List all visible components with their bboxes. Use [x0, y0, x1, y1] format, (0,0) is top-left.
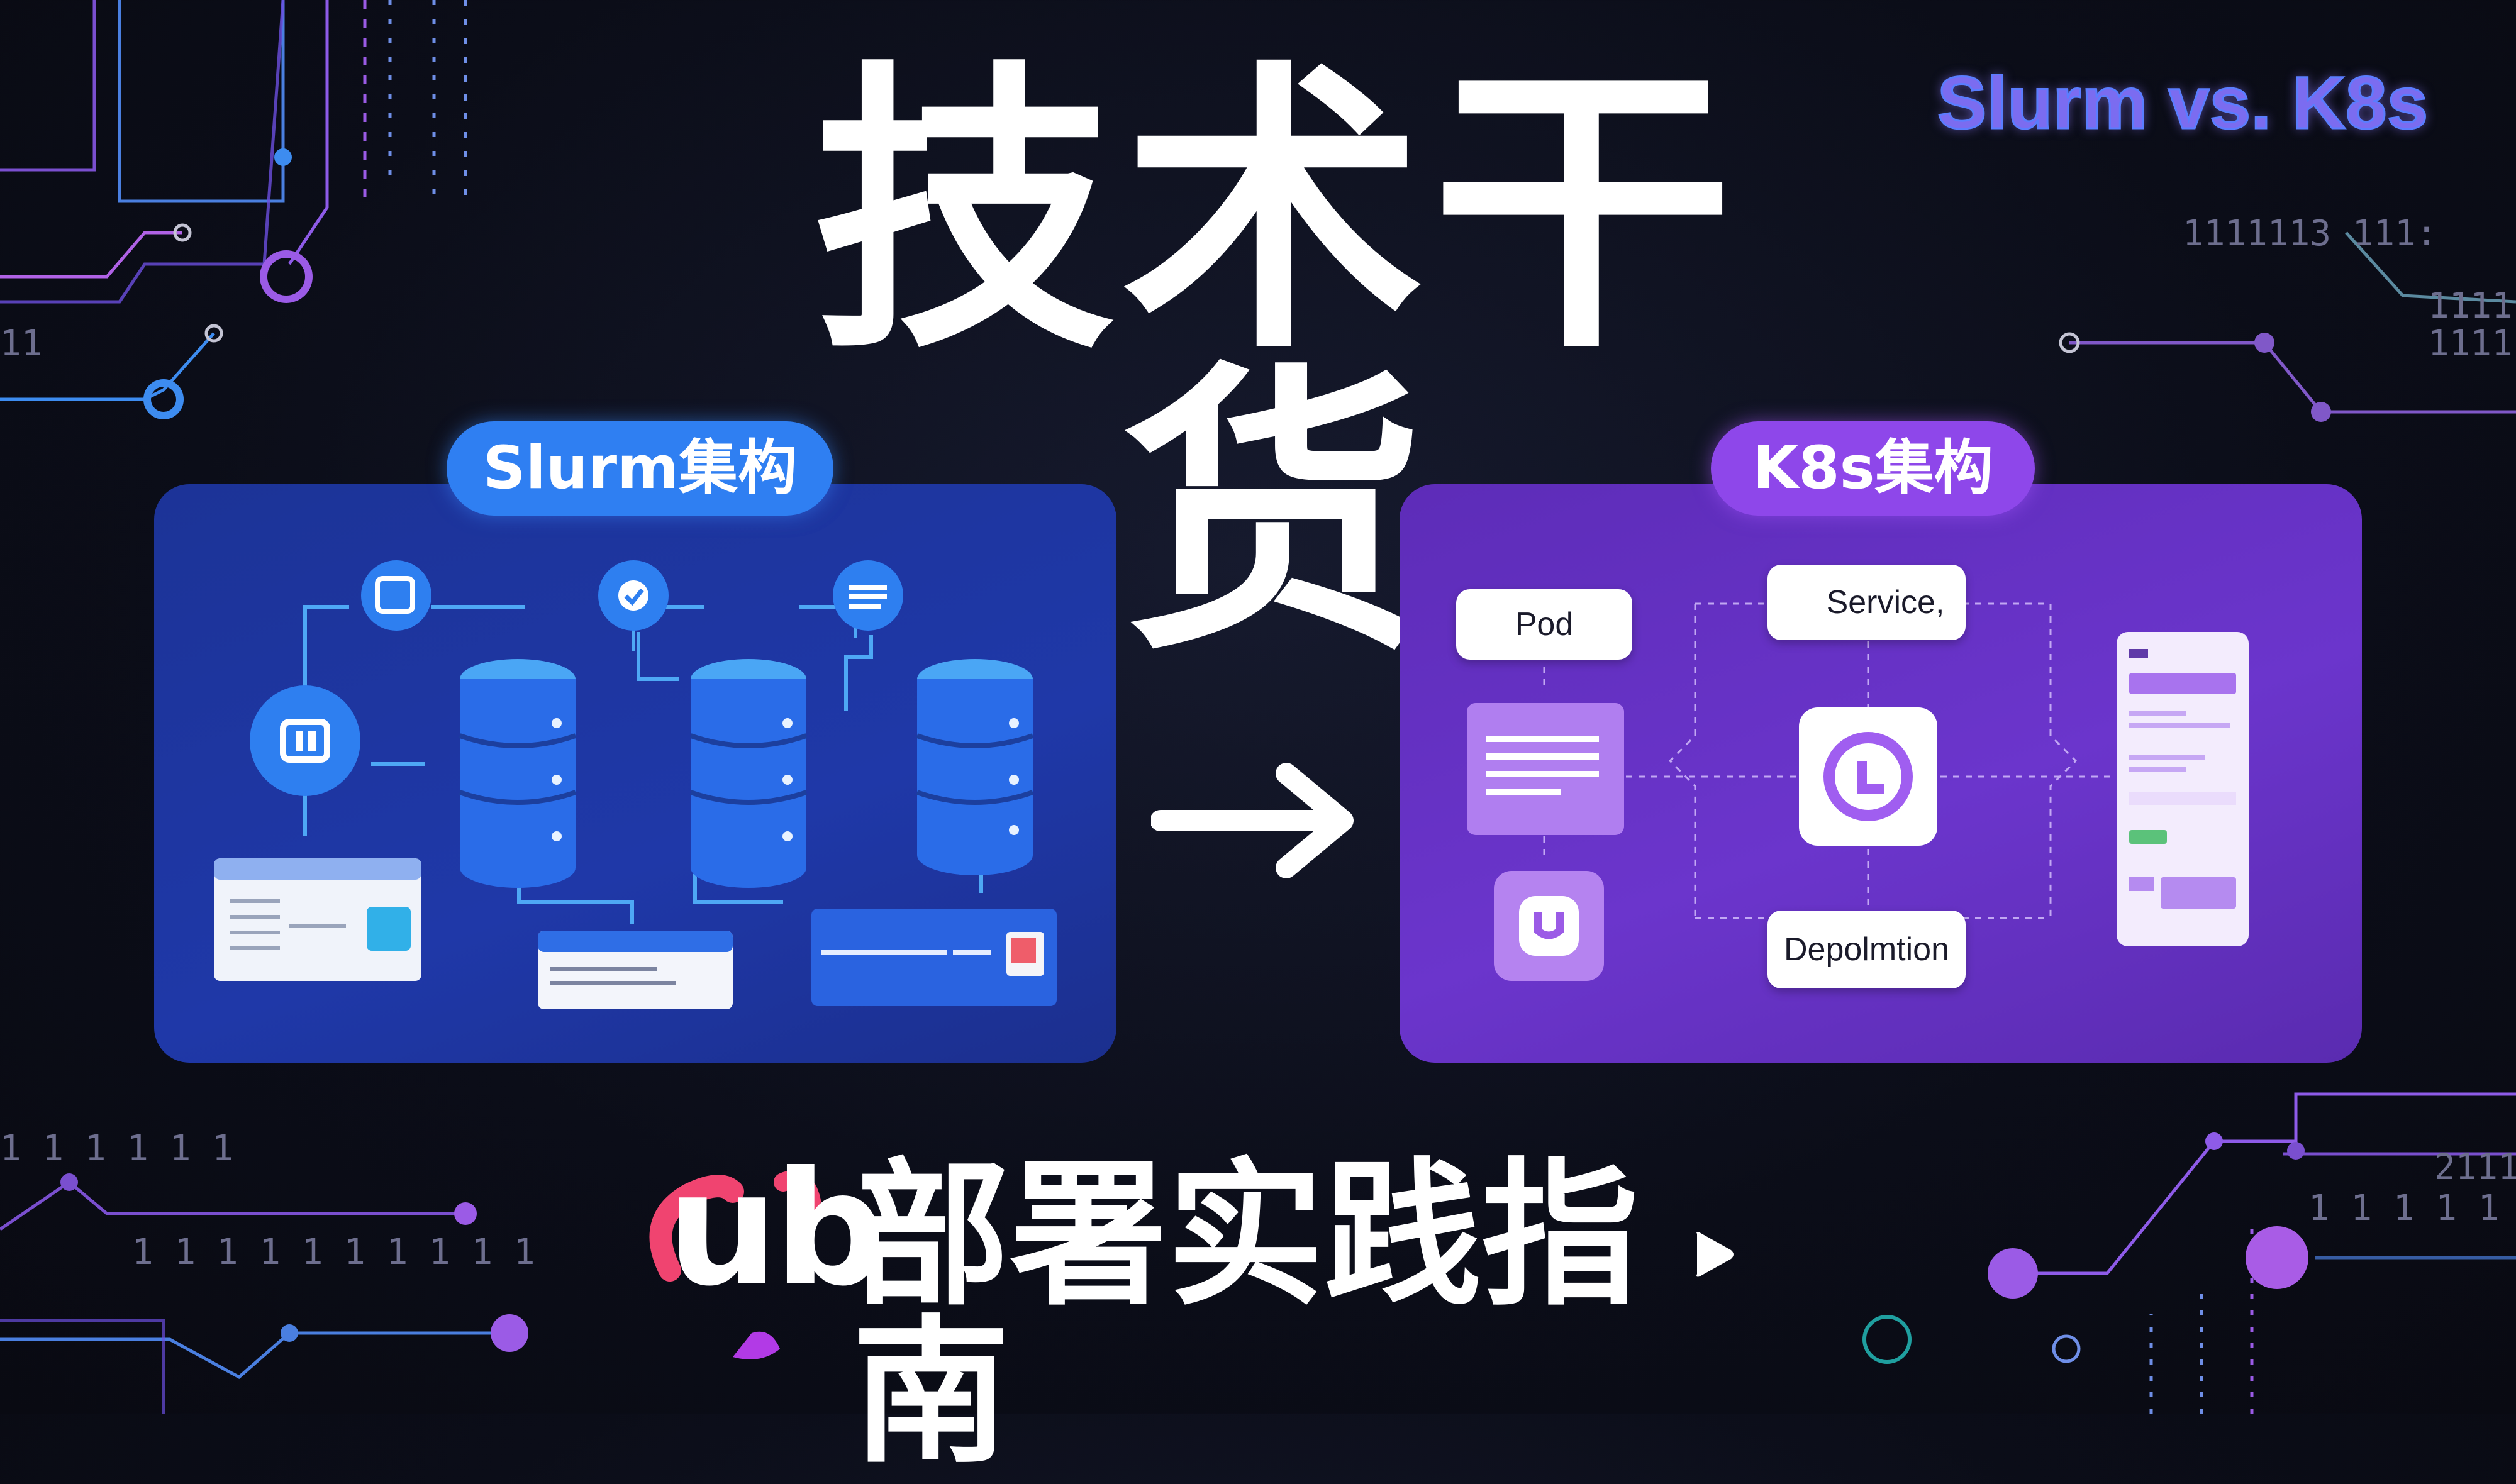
play-icon: [1696, 1232, 1734, 1277]
k8s-label-pill: K8s集构: [1711, 421, 2035, 516]
slurm-card-2: [538, 931, 733, 1009]
slurm-node-icons: [250, 560, 903, 796]
slurm-label-pill: Slurm集构: [447, 421, 833, 516]
slurm-database-2: [689, 659, 808, 888]
slurm-diagram: [214, 560, 1057, 1009]
svg-text:1111113 111:: 1111113 111:: [2183, 213, 2437, 254]
k8s-document-icon: [2117, 632, 2249, 946]
slurm-architecture-panel: [154, 484, 1116, 1063]
deployment-label: Depolmtion: [1767, 911, 1966, 988]
slurm-database-1: [459, 659, 577, 888]
svg-text:1 1 1 1 1 1 1 1: 1 1 1 1 1 1 1 1: [2308, 1188, 2516, 1229]
brand-logo-icon: [649, 1170, 821, 1359]
svg-text:11: 11: [0, 323, 42, 364]
comparison-title: Slurm vs. K8s: [1936, 62, 2429, 145]
slurm-database-3: [916, 659, 1034, 875]
service-label: Service,: [1767, 565, 1966, 640]
brand-text: ub: [667, 1138, 886, 1321]
svg-text:11111: 11111: [2428, 323, 2516, 364]
svg-text:1 1 1 1 1 1: 1 1 1 1 1 1: [0, 1128, 233, 1169]
subtitle: 部署实践指南: [852, 1144, 1639, 1484]
k8s-diagram: [1467, 584, 2249, 981]
slurm-card-1: [214, 858, 421, 981]
k8s-pod-doc-icon: [1467, 703, 1624, 835]
pod-label: Pod: [1456, 589, 1632, 660]
svg-text:11111: 11111: [2428, 285, 2516, 326]
slurm-card-3: [811, 909, 1057, 1006]
arrow-right-icon: [1151, 763, 1354, 878]
k8s-app-icon: [1494, 871, 1604, 981]
svg-text:1 1 1 1 1 1 1 1 1 1: 1 1 1 1 1 1 1 1 1 1: [132, 1232, 535, 1273]
k8s-core-icon: [1799, 707, 1937, 846]
main-title: 技术干货: [813, 38, 1741, 691]
svg-text:2111: 2111: [2434, 1147, 2516, 1188]
service-label-text: Service,: [1826, 584, 1945, 621]
